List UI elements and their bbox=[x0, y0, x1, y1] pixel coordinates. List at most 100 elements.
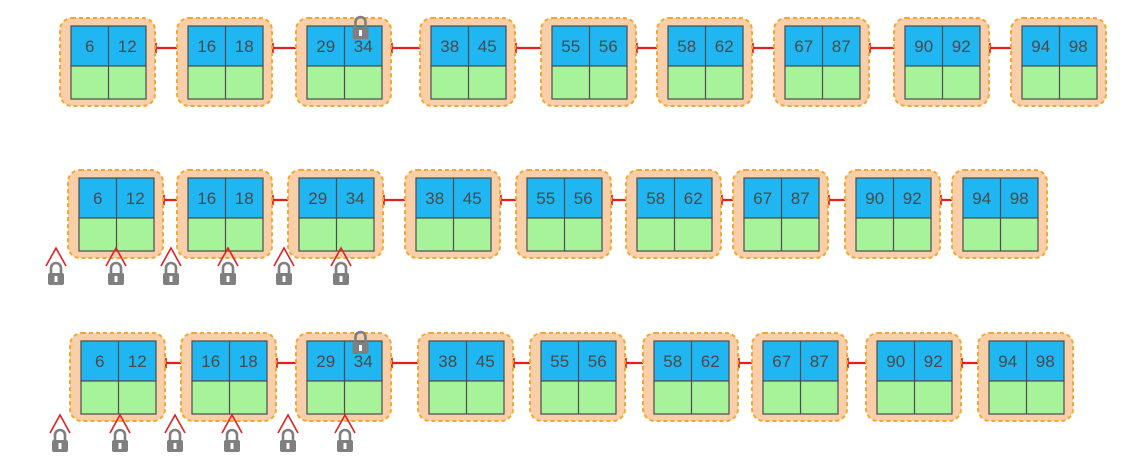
key-label: 6 bbox=[93, 189, 102, 208]
node: 58 62 bbox=[625, 169, 722, 259]
key-label: 67 bbox=[753, 189, 772, 208]
key-label: 38 bbox=[440, 37, 459, 56]
key-label: 87 bbox=[810, 352, 829, 371]
key-label: 56 bbox=[599, 37, 618, 56]
padlock-icon bbox=[108, 261, 124, 285]
key-label: 90 bbox=[886, 352, 905, 371]
key-label: 62 bbox=[701, 352, 720, 371]
key-label: 16 bbox=[197, 189, 216, 208]
node: 67 87 bbox=[773, 17, 870, 107]
key-label: 45 bbox=[463, 189, 482, 208]
key-label: 56 bbox=[588, 352, 607, 371]
key-label: 16 bbox=[197, 37, 216, 56]
arch-latch-icon bbox=[277, 413, 299, 452]
arch-latch-icon bbox=[45, 246, 67, 285]
node: 94 98 bbox=[977, 332, 1074, 422]
key-label: 34 bbox=[346, 189, 365, 208]
key-label: 29 bbox=[308, 189, 327, 208]
padlock-icon bbox=[224, 428, 240, 452]
arch-latch-icon bbox=[49, 413, 71, 452]
key-label: 92 bbox=[924, 352, 943, 371]
key-label: 98 bbox=[1036, 352, 1055, 371]
padlock-icon bbox=[167, 428, 183, 452]
key-label: 29 bbox=[316, 37, 335, 56]
padlock-icon bbox=[220, 261, 236, 285]
key-label: 6 bbox=[85, 37, 94, 56]
arch-latch-icon bbox=[217, 246, 239, 285]
key-label: 58 bbox=[646, 189, 665, 208]
key-label: 62 bbox=[684, 189, 703, 208]
key-label: 45 bbox=[478, 37, 497, 56]
node: 29 34 bbox=[287, 169, 384, 259]
padlock-icon bbox=[352, 330, 369, 354]
key-label: 34 bbox=[354, 37, 373, 56]
node: 6 12 bbox=[69, 332, 166, 422]
key-label: 67 bbox=[794, 37, 813, 56]
padlock-icon bbox=[280, 428, 296, 452]
key-label: 87 bbox=[832, 37, 851, 56]
padlock-icon bbox=[352, 15, 369, 39]
key-label: 55 bbox=[536, 189, 555, 208]
key-label: 34 bbox=[354, 352, 373, 371]
key-label: 45 bbox=[476, 352, 495, 371]
arch-latch-icon bbox=[221, 413, 243, 452]
key-label: 98 bbox=[1069, 37, 1088, 56]
key-label: 94 bbox=[998, 352, 1017, 371]
node: 90 92 bbox=[865, 332, 962, 422]
node: 38 45 bbox=[417, 332, 514, 422]
arch-latch-icon bbox=[160, 246, 182, 285]
key-label: 18 bbox=[239, 352, 258, 371]
padlock-icon bbox=[52, 428, 68, 452]
key-label: 92 bbox=[903, 189, 922, 208]
key-label: 98 bbox=[1010, 189, 1029, 208]
padlock-icon bbox=[333, 261, 349, 285]
key-label: 94 bbox=[1031, 37, 1050, 56]
key-label: 6 bbox=[95, 352, 104, 371]
arch-latch-icon bbox=[164, 413, 186, 452]
key-label: 18 bbox=[235, 189, 254, 208]
arch-latch-icon bbox=[109, 413, 131, 452]
arch-latch-icon bbox=[330, 246, 352, 285]
padlock-icon bbox=[276, 261, 292, 285]
key-label: 56 bbox=[574, 189, 593, 208]
node: 55 56 bbox=[515, 169, 612, 259]
key-label: 58 bbox=[677, 37, 696, 56]
key-label: 12 bbox=[126, 189, 145, 208]
key-label: 55 bbox=[550, 352, 569, 371]
key-label: 18 bbox=[235, 37, 254, 56]
key-label: 90 bbox=[865, 189, 884, 208]
key-label: 92 bbox=[952, 37, 971, 56]
node: 90 92 bbox=[844, 169, 941, 259]
padlock-icon bbox=[163, 261, 179, 285]
key-label: 67 bbox=[772, 352, 791, 371]
key-label: 12 bbox=[128, 352, 147, 371]
key-label: 29 bbox=[316, 352, 335, 371]
key-label: 16 bbox=[201, 352, 220, 371]
node: 58 62 bbox=[642, 332, 739, 422]
node: 6 12 bbox=[67, 169, 164, 259]
latch-layer bbox=[45, 246, 356, 452]
node: 38 45 bbox=[419, 17, 516, 107]
node: 38 45 bbox=[404, 169, 501, 259]
node: 55 56 bbox=[529, 332, 626, 422]
arch-latch-icon bbox=[105, 246, 127, 285]
node: 67 87 bbox=[751, 332, 848, 422]
key-label: 58 bbox=[663, 352, 682, 371]
key-label: 87 bbox=[791, 189, 810, 208]
arch-latch-icon bbox=[334, 413, 356, 452]
key-label: 38 bbox=[438, 352, 457, 371]
node: 67 87 bbox=[732, 169, 829, 259]
key-label: 38 bbox=[425, 189, 444, 208]
